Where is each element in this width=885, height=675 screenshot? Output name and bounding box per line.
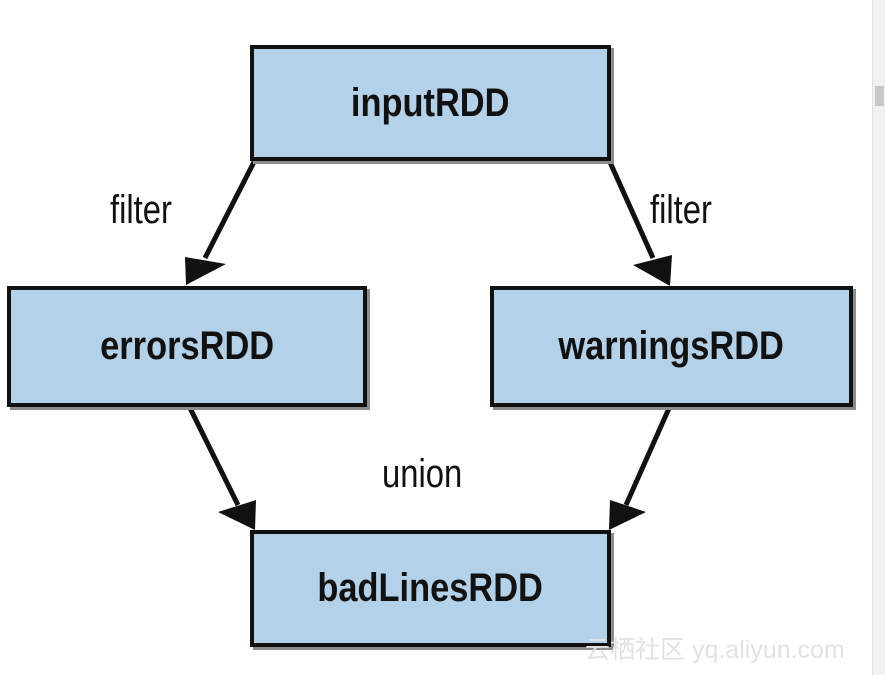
- arrow-errors-to-badlines: [186, 404, 256, 530]
- node-errorsrdd: errorsRDD: [7, 286, 367, 407]
- watermark-text: 云栖社区 yq.aliyun.com: [585, 636, 845, 664]
- scrollbar[interactable]: [872, 0, 885, 675]
- arrow-input-to-warnings: [606, 158, 672, 286]
- edge-label-union: union: [382, 452, 463, 496]
- node-warningsrdd-label: warningsRDD: [558, 324, 785, 368]
- node-inputrdd: inputRDD: [250, 45, 611, 161]
- arrow-warnings-to-badlines: [609, 404, 673, 530]
- arrow-input-to-errors: [185, 158, 258, 285]
- scrollbar-thumb[interactable]: [875, 86, 884, 106]
- node-badlinesrdd-label: badLinesRDD: [317, 566, 544, 610]
- node-inputrdd-label: inputRDD: [351, 80, 510, 125]
- edge-label-filter-left: filter: [110, 188, 172, 232]
- node-badlinesrdd: badLinesRDD: [250, 530, 611, 647]
- node-errorsrdd-label: errorsRDD: [100, 324, 274, 368]
- node-warningsrdd: warningsRDD: [490, 286, 853, 407]
- edge-label-filter-right: filter: [650, 188, 712, 232]
